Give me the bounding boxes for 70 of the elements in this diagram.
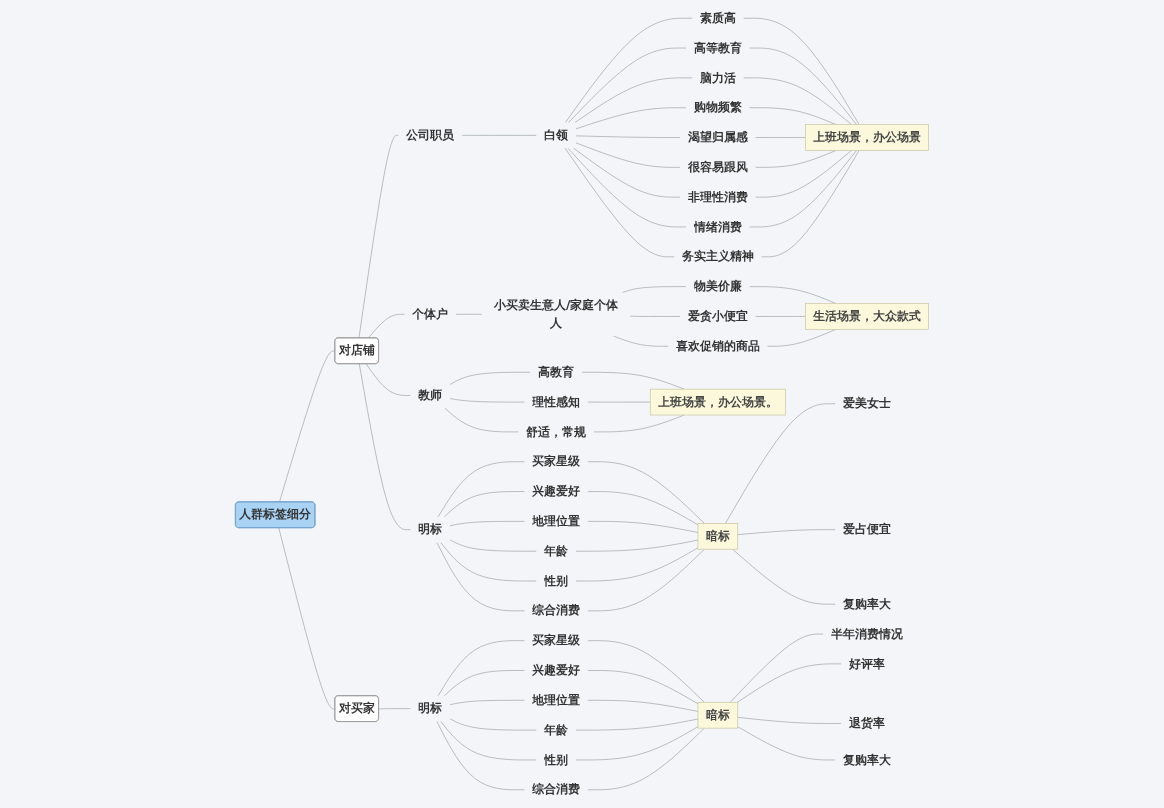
connector — [587, 491, 699, 526]
connector — [737, 726, 836, 761]
connector — [564, 147, 675, 258]
connector — [278, 527, 336, 710]
connector — [622, 286, 687, 293]
connector — [761, 150, 860, 258]
connector — [613, 335, 669, 347]
connector — [575, 142, 681, 168]
connector — [755, 137, 806, 138]
connector — [444, 408, 519, 433]
connector — [581, 371, 685, 390]
connector — [437, 640, 525, 696]
connector — [436, 542, 525, 612]
connector — [575, 539, 699, 552]
connector — [755, 150, 852, 198]
connector — [749, 286, 837, 304]
connector — [737, 717, 842, 724]
connector — [449, 398, 525, 403]
connector — [743, 17, 860, 125]
connector — [587, 521, 699, 533]
connector — [449, 371, 531, 385]
connector — [449, 521, 525, 527]
connector — [575, 107, 687, 130]
connector — [365, 363, 411, 396]
connector — [587, 401, 651, 403]
connector — [737, 529, 836, 535]
connector — [749, 47, 857, 125]
connector — [767, 329, 837, 347]
connector — [575, 547, 699, 582]
connector — [449, 699, 525, 705]
connector — [729, 633, 824, 703]
connector — [461, 135, 537, 136]
connector — [737, 663, 842, 703]
connector — [587, 699, 699, 712]
connector — [367, 313, 405, 339]
connector — [749, 107, 837, 125]
connector — [449, 718, 537, 731]
connector — [436, 721, 525, 791]
connector — [574, 77, 693, 123]
connector — [575, 726, 699, 761]
connector — [573, 147, 681, 198]
connector — [587, 461, 705, 524]
connector — [755, 316, 806, 317]
connector — [749, 150, 857, 228]
connector — [444, 491, 525, 518]
connector — [568, 47, 687, 123]
connector — [279, 350, 336, 503]
connector — [587, 640, 705, 703]
connector — [444, 670, 525, 696]
connector — [743, 77, 852, 125]
connector — [440, 721, 537, 761]
connector — [630, 315, 681, 317]
connector — [587, 548, 705, 612]
connector — [440, 542, 537, 582]
connector — [755, 150, 837, 168]
connector — [358, 135, 399, 339]
connector — [587, 727, 705, 791]
connector — [725, 403, 836, 524]
connector — [455, 313, 483, 315]
connector — [565, 17, 693, 123]
connector — [575, 135, 681, 138]
connector — [378, 708, 411, 710]
connector — [359, 363, 411, 530]
connector — [437, 461, 525, 518]
connector — [587, 670, 699, 705]
connector — [575, 718, 699, 731]
connector — [449, 539, 537, 552]
connector — [567, 147, 687, 228]
connector — [593, 414, 685, 433]
connector — [732, 548, 836, 605]
